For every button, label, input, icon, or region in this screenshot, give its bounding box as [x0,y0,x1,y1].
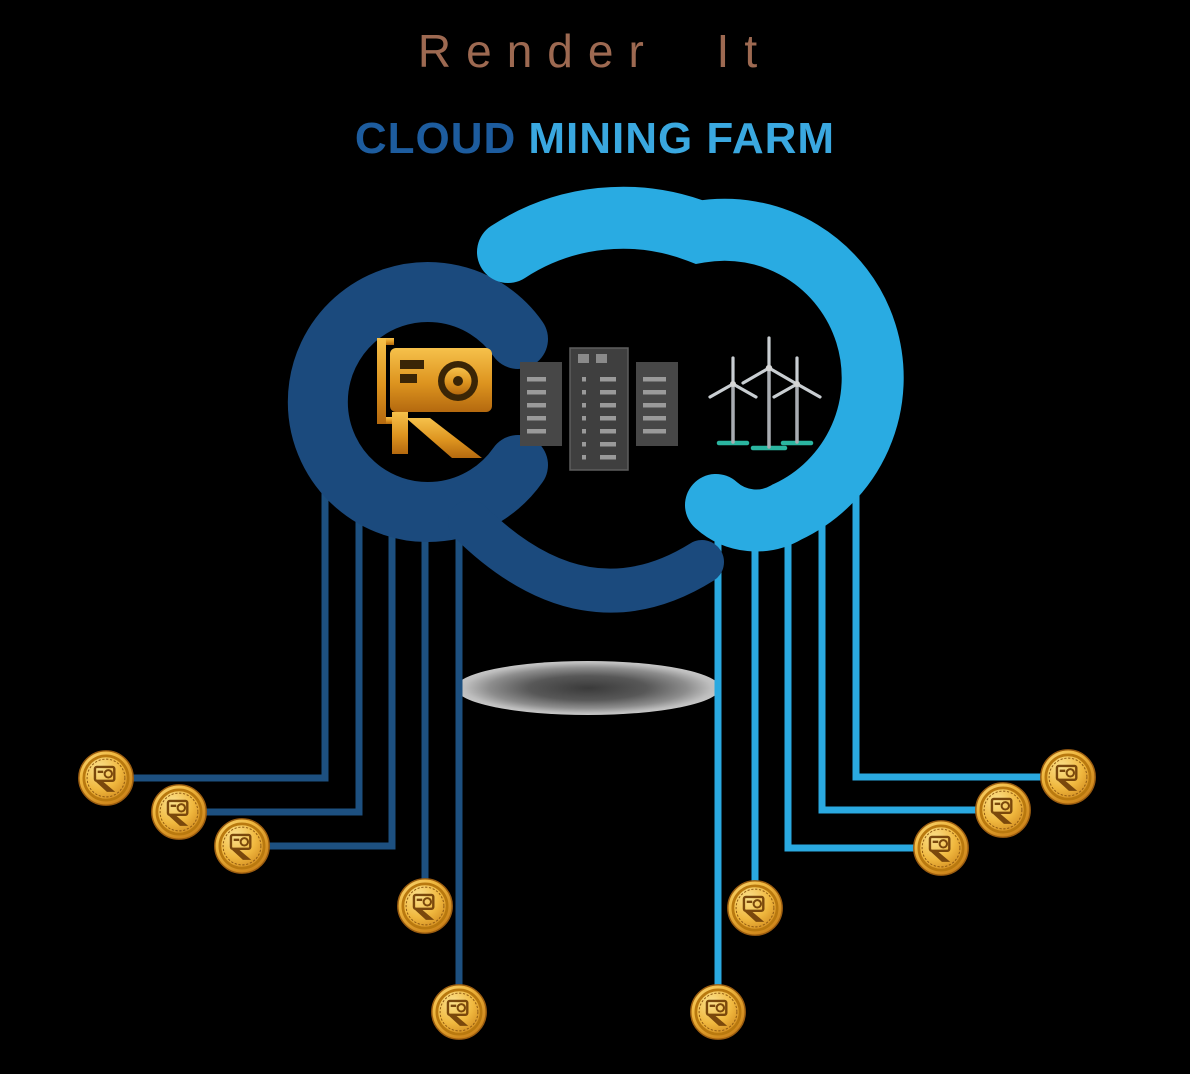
left-line-2 [179,515,363,816]
connection-lines-left [106,485,463,1012]
subtitle-mining-farm: MINING FARM [528,114,836,163]
right-line-3 [784,515,941,852]
left-line-3 [242,530,396,850]
server-rack-icon [520,347,678,471]
cloud-right-arc [477,186,904,552]
coins [77,748,1097,1041]
coin-left-1 [77,749,135,807]
connection-lines-right [714,470,1068,1012]
gpu-card-logo-icon [377,338,492,458]
coin-right-1 [1039,748,1097,806]
cloud-bottom-crescent [448,500,724,613]
subtitle-cloud: CLOUD [354,114,517,163]
right-line-2 [818,505,1003,814]
left-line-1 [106,485,329,782]
coin-right-4 [726,879,784,937]
coin-left-3 [213,817,271,875]
coin-left-4 [396,877,454,935]
coin-right-2 [974,781,1032,839]
coin-right-3 [912,819,970,877]
wind-turbine-icon [708,336,822,451]
coin-left-2 [150,783,208,841]
cloud-shape [287,186,904,613]
right-line-1 [852,470,1068,781]
coin-left-5 [430,983,488,1041]
floor-shadow [456,661,720,715]
cloud-left-arc [287,262,548,542]
coin-right-5 [689,983,747,1041]
page-title: Render It [417,25,773,77]
